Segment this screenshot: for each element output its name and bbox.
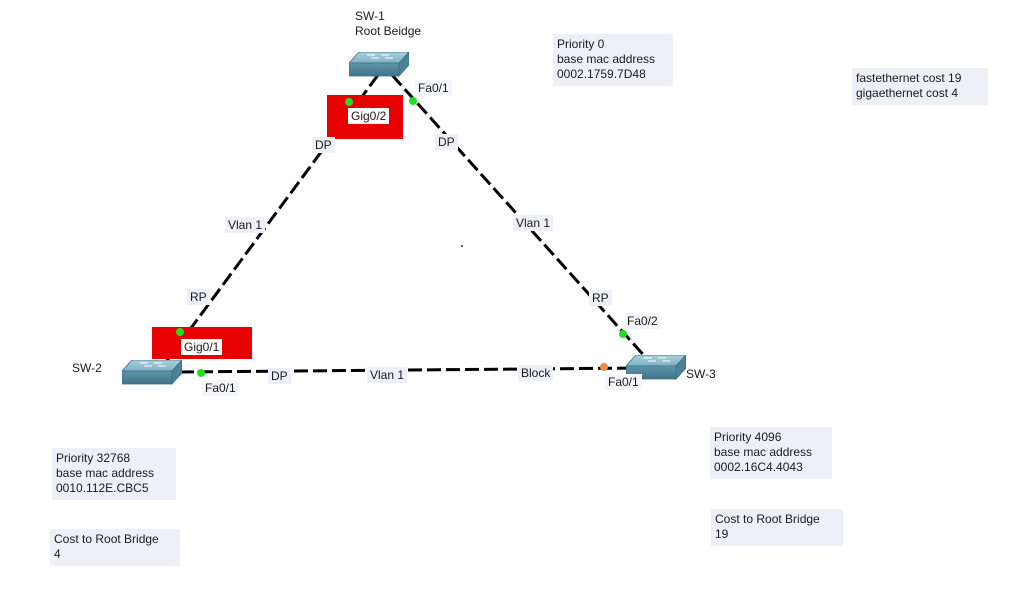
sw2-cost-value: 4 [54, 547, 61, 561]
sw3-fa01-role-tag: Block [518, 365, 554, 381]
sw1-role: Root Beidge [355, 24, 422, 38]
link-sw1-sw2-vlan-tag: Vlan 1 [225, 217, 266, 233]
sw2-name: SW-2 [72, 361, 102, 375]
sw3-cost-value: 19 [715, 527, 729, 541]
sw2-gig01-role-tag: RP [187, 289, 210, 305]
sw1-mac: 0002.1759.7D48 [557, 67, 646, 81]
sw1-device-label: SW-1 Root Beidge [355, 9, 422, 39]
sw2-mac-label: base mac address [56, 466, 155, 480]
sw2-device-label: SW-2 [72, 361, 102, 376]
sw3-cost-note[interactable]: Cost to Root Bridge 19 [711, 509, 843, 546]
sw3-info-note[interactable]: Priority 4096 base mac address 0002.16C4… [710, 427, 832, 479]
sw3-cost-label: Cost to Root Bridge [715, 512, 820, 526]
sw1-gig02-role-tag: DP [312, 137, 335, 153]
sw1-gig02-label: Gig0/2 [348, 108, 390, 124]
link-sw2-sw3[interactable] [179, 366, 641, 374]
sw2-gig01-label: Gig0/1 [181, 339, 223, 355]
link-sw2-sw3-vlan-tag: Vlan 1 [367, 367, 408, 383]
cost-info-note[interactable]: fastethernet cost 19 gigaethernet cost 4 [852, 68, 988, 105]
sw1-priority: Priority 0 [557, 37, 605, 51]
sw2-fa01-role-tag: DP [268, 368, 291, 384]
sw3-mac: 0002.16C4.4043 [714, 460, 803, 474]
sw1-fa01-role-tag: DP [435, 134, 458, 150]
sw2-cost-label: Cost to Root Bridge [54, 532, 159, 546]
sw1-info-note[interactable]: Priority 0 base mac address 0002.1759.7D… [553, 34, 673, 86]
sw2-gig01-led [176, 328, 184, 336]
sw2-fa01-label: Fa0/1 [202, 380, 239, 396]
sw3-priority: Priority 4096 [714, 430, 782, 444]
sw1-name: SW-1 [355, 9, 385, 23]
sw1-fa01-led [409, 97, 417, 105]
sw3-switch-icon[interactable] [626, 355, 686, 381]
sw2-switch-icon[interactable] [122, 360, 182, 386]
sw3-device-label: SW-3 [686, 367, 716, 382]
sw1-switch-icon[interactable] [349, 52, 409, 78]
link-sw1-sw3-vlan-tag: Vlan 1 [513, 215, 554, 231]
sw1-fa01-label: Fa0/1 [415, 80, 452, 96]
canvas-speck [461, 245, 463, 247]
sw2-fa01-led [197, 369, 205, 377]
sw3-mac-label: base mac address [714, 445, 813, 459]
sw1-gig02-led [345, 98, 353, 106]
sw2-priority: Priority 32768 [56, 451, 131, 465]
sw3-fa02-label: Fa0/2 [624, 313, 661, 329]
gigaethernet-cost: gigaethernet cost 4 [856, 86, 959, 100]
fastethernet-cost: fastethernet cost 19 [856, 71, 962, 85]
sw2-cost-note[interactable]: Cost to Root Bridge 4 [50, 529, 180, 566]
sw2-info-note[interactable]: Priority 32768 base mac address 0010.112… [52, 448, 176, 500]
sw3-fa01-label: Fa0/1 [605, 374, 642, 390]
sw1-mac-label: base mac address [557, 52, 656, 66]
sw3-fa02-role-tag: RP [589, 290, 612, 306]
sw3-name: SW-3 [686, 367, 716, 381]
sw3-fa02-led [619, 330, 627, 338]
sw3-fa01-led [600, 363, 608, 371]
sw2-mac: 0010.112E.CBC5 [56, 481, 149, 495]
